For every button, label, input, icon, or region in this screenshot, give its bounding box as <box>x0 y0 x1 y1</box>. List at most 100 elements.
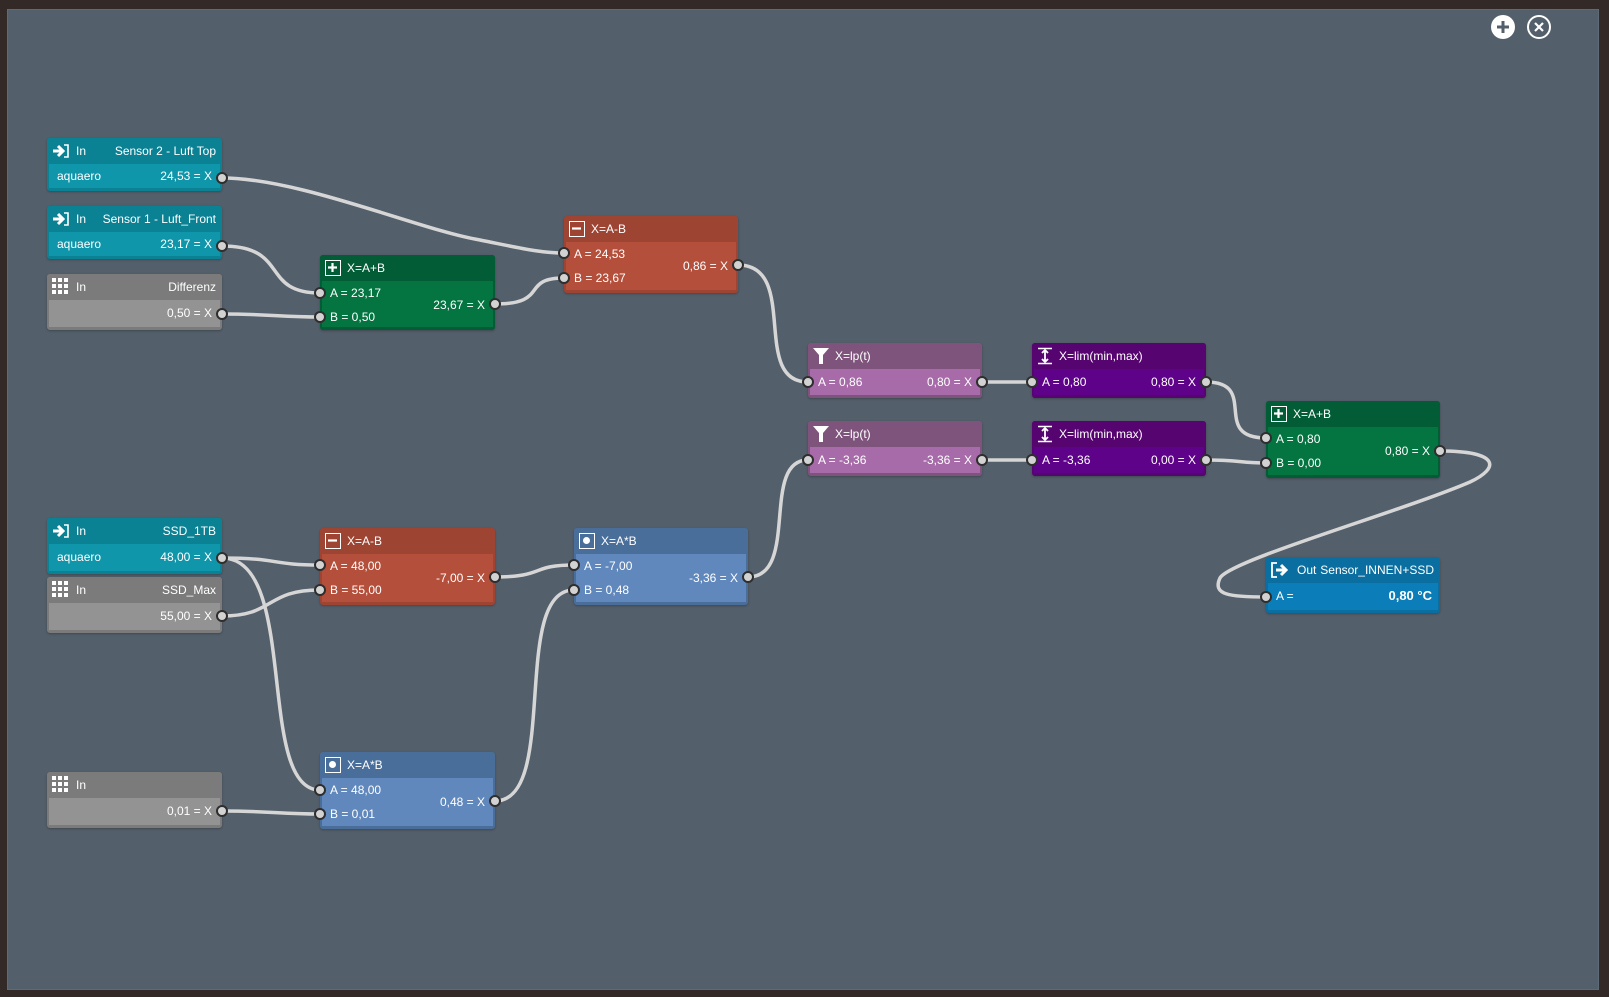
minus-box-icon <box>325 533 341 549</box>
node-header[interactable]: Out Sensor_INNEN+SSD <box>1266 557 1440 583</box>
input-b-label: B = 0,01 <box>330 807 376 821</box>
node-formula: X=A+B <box>347 261 386 275</box>
output-port[interactable] <box>976 376 988 388</box>
node-formula: X=lp(t) <box>835 349 871 363</box>
node-header[interactable]: X=A-B <box>320 528 495 554</box>
output-port[interactable] <box>732 259 744 271</box>
output-port[interactable] <box>742 571 754 583</box>
input-port-a[interactable] <box>1026 454 1038 466</box>
lowpass-node-2[interactable]: X=lp(t) A = -3,36 -3,36 = X <box>802 421 988 476</box>
input-node-sensor1[interactable]: In Sensor 1 - Luft_Front aquaero 23,17 =… <box>47 206 228 259</box>
node-header[interactable]: X=A+B <box>1266 401 1440 427</box>
node-header[interactable]: In Sensor 1 - Luft_Front <box>47 206 222 232</box>
input-port-a[interactable] <box>1260 432 1272 444</box>
output-port[interactable] <box>1434 445 1446 457</box>
input-a-label: A = 0,86 <box>818 375 863 389</box>
output-port[interactable] <box>976 454 988 466</box>
add-node-button[interactable] <box>1491 15 1515 39</box>
subtract-node-2[interactable]: X=A-B A = 48,00 B = 55,00 -7,00 = X <box>314 528 501 605</box>
output-port[interactable] <box>216 240 228 252</box>
output-port[interactable] <box>216 552 228 564</box>
output-port[interactable] <box>489 571 501 583</box>
node-header[interactable]: X=lp(t) <box>808 421 982 447</box>
output-port[interactable] <box>216 805 228 817</box>
input-node-sensor2[interactable]: In Sensor 2 - Luft Top aquaero 24,53 = X <box>47 138 228 191</box>
input-port-a[interactable] <box>568 559 580 571</box>
node-output-value: 0,48 = X <box>439 795 485 809</box>
input-node-constant[interactable]: In 0,01 = X <box>47 772 228 828</box>
node-header[interactable]: In Sensor 2 - Luft Top <box>47 138 222 164</box>
input-arrow-icon <box>53 144 69 158</box>
input-b-label: B = 23,67 <box>574 271 626 285</box>
input-a-label: A = <box>1276 589 1294 603</box>
node-source: aquaero <box>57 550 102 564</box>
input-port-a[interactable] <box>1260 591 1272 603</box>
dot-box-icon <box>579 533 595 549</box>
close-editor-button[interactable] <box>1527 15 1551 39</box>
node-output-value: -7,00 = X <box>435 571 485 585</box>
input-a-label: A = -3,36 <box>818 453 867 467</box>
output-display-value: 0,80 °C <box>1388 588 1432 603</box>
node-header[interactable]: X=lim(min,max) <box>1032 343 1206 369</box>
node-header[interactable]: X=A-B <box>564 216 738 242</box>
node-kind: Out <box>1297 563 1317 577</box>
input-port-b[interactable] <box>568 584 580 596</box>
input-port-b[interactable] <box>314 808 326 820</box>
input-node-ssd1tb[interactable]: In SSD_1TB aquaero 48,00 = X <box>47 518 228 574</box>
input-port-a[interactable] <box>1026 376 1038 388</box>
input-a-label: A = 0,80 <box>1276 432 1321 446</box>
input-port-b[interactable] <box>314 584 326 596</box>
node-formula: X=A-B <box>591 222 627 236</box>
output-port[interactable] <box>489 298 501 310</box>
output-node-sensor-innen-ssd[interactable]: Out Sensor_INNEN+SSD A = 0,80 °C <box>1260 557 1440 613</box>
node-header[interactable]: X=lp(t) <box>808 343 982 369</box>
input-node-ssdmax[interactable]: In SSD_Max 55,00 = X <box>47 577 228 633</box>
node-header[interactable]: X=A*B <box>574 528 748 554</box>
node-header[interactable]: In SSD_Max <box>47 577 222 603</box>
node-header[interactable]: X=lim(min,max) <box>1032 421 1206 447</box>
node-name: Sensor 1 - Luft_Front <box>102 212 216 226</box>
node-header[interactable]: In Differenz <box>47 274 222 300</box>
node-header[interactable]: In SSD_1TB <box>47 518 222 544</box>
output-port[interactable] <box>216 172 228 184</box>
input-port-b[interactable] <box>1260 457 1272 469</box>
node-editor-canvas[interactable] <box>7 9 1599 990</box>
input-port-a[interactable] <box>558 247 570 259</box>
input-port-a[interactable] <box>314 287 326 299</box>
input-port-a[interactable] <box>314 559 326 571</box>
node-name: Differenz <box>168 280 216 294</box>
node-kind: In <box>76 144 87 158</box>
node-name: Sensor_INNEN+SSD <box>1320 563 1434 577</box>
output-port[interactable] <box>1200 454 1212 466</box>
add-node-2[interactable]: X=A+B A = 0,80 B = 0,00 0,80 = X <box>1260 401 1446 478</box>
input-node-differenz[interactable]: In Differenz 0,50 = X <box>47 274 228 330</box>
input-port-b[interactable] <box>314 311 326 323</box>
node-output-value: 0,00 = X <box>1150 453 1196 467</box>
lowpass-node-1[interactable]: X=lp(t) A = 0,86 0,80 = X <box>802 343 988 398</box>
input-port-a[interactable] <box>802 376 814 388</box>
add-node-1[interactable]: X=A+B A = 23,17 B = 0,50 23,67 = X <box>314 255 501 330</box>
node-output-value: 23,17 = X <box>160 237 212 251</box>
input-arrow-icon <box>53 212 69 226</box>
node-header[interactable]: X=A*B <box>320 752 495 778</box>
input-port-a[interactable] <box>314 784 326 796</box>
node-formula: X=A-B <box>347 534 383 548</box>
output-port[interactable] <box>216 308 228 320</box>
output-port[interactable] <box>489 795 501 807</box>
multiply-node-1[interactable]: X=A*B A = -7,00 B = 0,48 -3,36 = X <box>568 528 754 605</box>
grid-icon <box>52 581 68 597</box>
node-output-value: 0,01 = X <box>166 804 212 818</box>
input-port-b[interactable] <box>558 272 570 284</box>
subtract-node-1[interactable]: X=A-B A = 24,53 B = 23,67 0,86 = X <box>558 216 744 293</box>
limit-node-1[interactable]: X=lim(min,max) A = 0,80 0,80 = X <box>1026 343 1212 398</box>
node-header[interactable]: In <box>47 772 222 798</box>
multiply-node-2[interactable]: X=A*B A = 48,00 B = 0,01 0,48 = X <box>314 752 501 829</box>
limit-icon <box>1038 425 1052 443</box>
node-output-value: -3,36 = X <box>688 571 738 585</box>
output-port[interactable] <box>216 610 228 622</box>
node-header[interactable]: X=A+B <box>320 255 495 281</box>
input-port-a[interactable] <box>802 454 814 466</box>
limit-node-2[interactable]: X=lim(min,max) A = -3,36 0,00 = X <box>1026 421 1212 476</box>
node-kind: In <box>76 212 87 226</box>
output-port[interactable] <box>1200 376 1212 388</box>
